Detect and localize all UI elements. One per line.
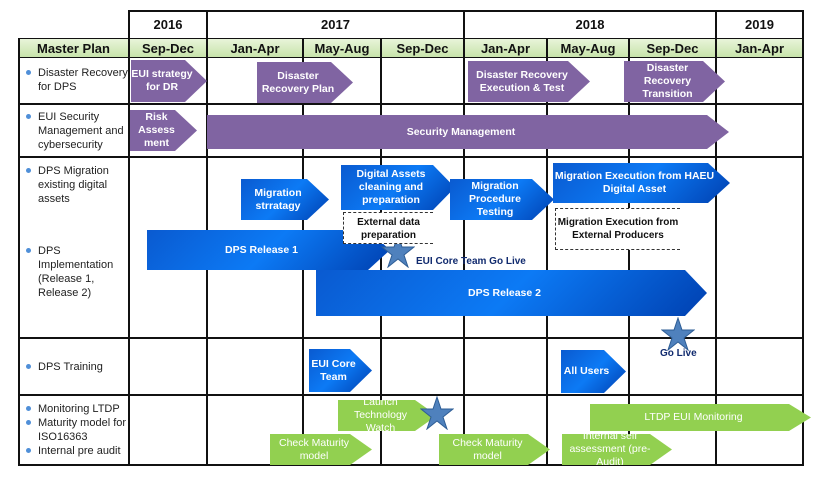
grid-line — [18, 394, 804, 396]
task-risk-assessment[interactable]: Risk Assess ment — [130, 110, 197, 151]
milestone-star-icon — [661, 317, 695, 351]
period-header: May-Aug — [303, 38, 381, 58]
row-label-disaster-recovery: Disaster Recovery for DPS — [24, 66, 128, 94]
task-ltdp-monitoring[interactable]: LTDP EUI Monitoring — [590, 404, 811, 431]
grid-line — [18, 38, 20, 466]
task-check-maturity-2[interactable]: Check Maturity model — [439, 434, 550, 465]
grid-line — [463, 10, 465, 466]
task-dps-release-2[interactable]: DPS Release 2 — [316, 270, 707, 316]
task-migration-procedure-testing[interactable]: Migration Procedure Testing — [450, 179, 554, 220]
milestone-star-icon — [420, 396, 454, 430]
period-header: May-Aug — [547, 38, 629, 58]
task-migration-strategy[interactable]: Migration strratagy — [241, 179, 329, 220]
task-training-all-users[interactable]: All Users — [561, 350, 626, 393]
task-check-maturity-1[interactable]: Check Maturity model — [270, 434, 372, 465]
row-label-security: EUI Security Management and cybersecurit… — [24, 110, 128, 152]
grid-line — [18, 103, 804, 105]
task-dr-execution[interactable]: Disaster Recovery Execution & Test — [468, 61, 590, 102]
row-label-implementation: DPS Implementation (Release 1, Release 2… — [24, 244, 128, 300]
task-eui-strategy-dr[interactable]: EUI strategy for DR — [131, 60, 207, 102]
row-label-training: DPS Training — [24, 360, 128, 374]
period-header: Jan-Apr — [464, 38, 547, 58]
year-2016: 2016 — [153, 17, 183, 32]
task-training-eui-core-team[interactable]: EUI Core Team — [309, 349, 372, 392]
task-migration-execution-haeu[interactable]: Migration Execution from HAEU Digital As… — [553, 163, 730, 203]
grid-line — [18, 464, 804, 466]
year-2017: 2017 — [321, 17, 350, 32]
grid-line — [715, 10, 717, 466]
task-digital-assets-cleaning[interactable]: Digital Assets cleaning and preparation — [341, 165, 455, 210]
task-migration-execution-external[interactable]: Migration Execution from External Produc… — [555, 208, 680, 250]
grid-line — [128, 10, 130, 466]
task-dr-plan[interactable]: Disaster Recovery Plan — [257, 62, 353, 103]
period-header: Jan-Apr — [716, 38, 803, 58]
grid-line — [628, 38, 630, 466]
period-header: Sep-Dec — [381, 38, 464, 58]
grid-line — [18, 38, 804, 39]
grid-line — [546, 38, 548, 466]
grid-line — [18, 337, 804, 339]
task-security-management[interactable]: Security Management — [207, 115, 729, 149]
year-2019: 2019 — [745, 17, 774, 32]
row-label-migration: DPS Migration existing digital assets — [24, 164, 128, 206]
master-plan-header: Master Plan — [18, 38, 129, 58]
period-header: Jan-Apr — [207, 38, 303, 58]
task-external-data-preparation[interactable]: External data preparation — [343, 212, 433, 244]
task-dr-transition[interactable]: Disaster Recovery Transition — [624, 61, 725, 102]
period-header: Sep-Dec — [629, 38, 716, 58]
period-header: Sep-Dec — [129, 38, 207, 58]
year-2018: 2018 — [575, 17, 605, 32]
milestone-star-icon — [381, 234, 415, 268]
milestone-label-core-golive: EUI Core Team Go Live — [416, 256, 526, 267]
task-internal-self-assessment[interactable]: Internal self assessment (pre-Audit) — [562, 434, 672, 465]
grid-line — [18, 156, 804, 158]
grid-line — [129, 10, 804, 12]
milestone-label-golive: Go Live — [660, 348, 697, 359]
grid-line — [802, 10, 804, 466]
grid-line — [18, 57, 804, 58]
row-label-monitoring: Monitoring LTDP Maturity model for ISO16… — [24, 402, 128, 458]
